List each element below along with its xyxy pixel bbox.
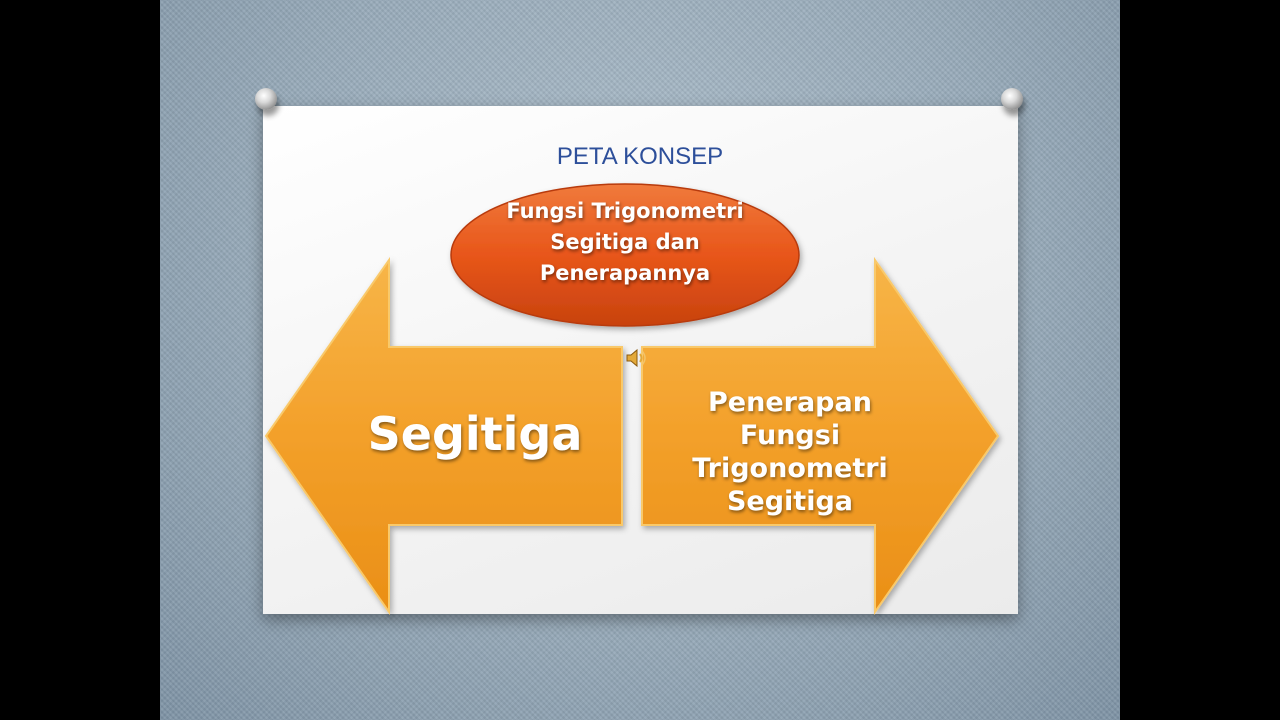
speaker-icon[interactable] [624, 346, 648, 370]
right-arrow-text: Penerapan Fungsi Trigonometri Segitiga [655, 386, 925, 518]
pushpin-icon [255, 88, 277, 110]
pushpin-icon [1001, 88, 1023, 110]
slide-stage: PETA KONSEP Fungsi Trigonometri Segitiga… [160, 0, 1120, 720]
left-arrow-shape [264, 256, 623, 616]
left-arrow-label: Segitiga [367, 407, 583, 461]
right-arrow-line: Penerapan Fungsi [708, 387, 872, 451]
right-arrow-line: Segitiga [726, 486, 854, 517]
concept-map-diagram [264, 183, 1000, 616]
right-arrow-shape [641, 256, 1000, 616]
slide-title: PETA KONSEP [556, 143, 724, 170]
center-node-text: Fungsi Trigonometri Segitiga dan Penerap… [500, 196, 750, 289]
center-node-line: Fungsi Trigonometri [506, 199, 744, 223]
right-arrow-line: Trigonometri [692, 453, 888, 484]
center-node-line: Segitiga dan [550, 230, 700, 254]
center-node-line: Penerapannya [539, 261, 711, 285]
center-oval-shape [450, 183, 800, 327]
